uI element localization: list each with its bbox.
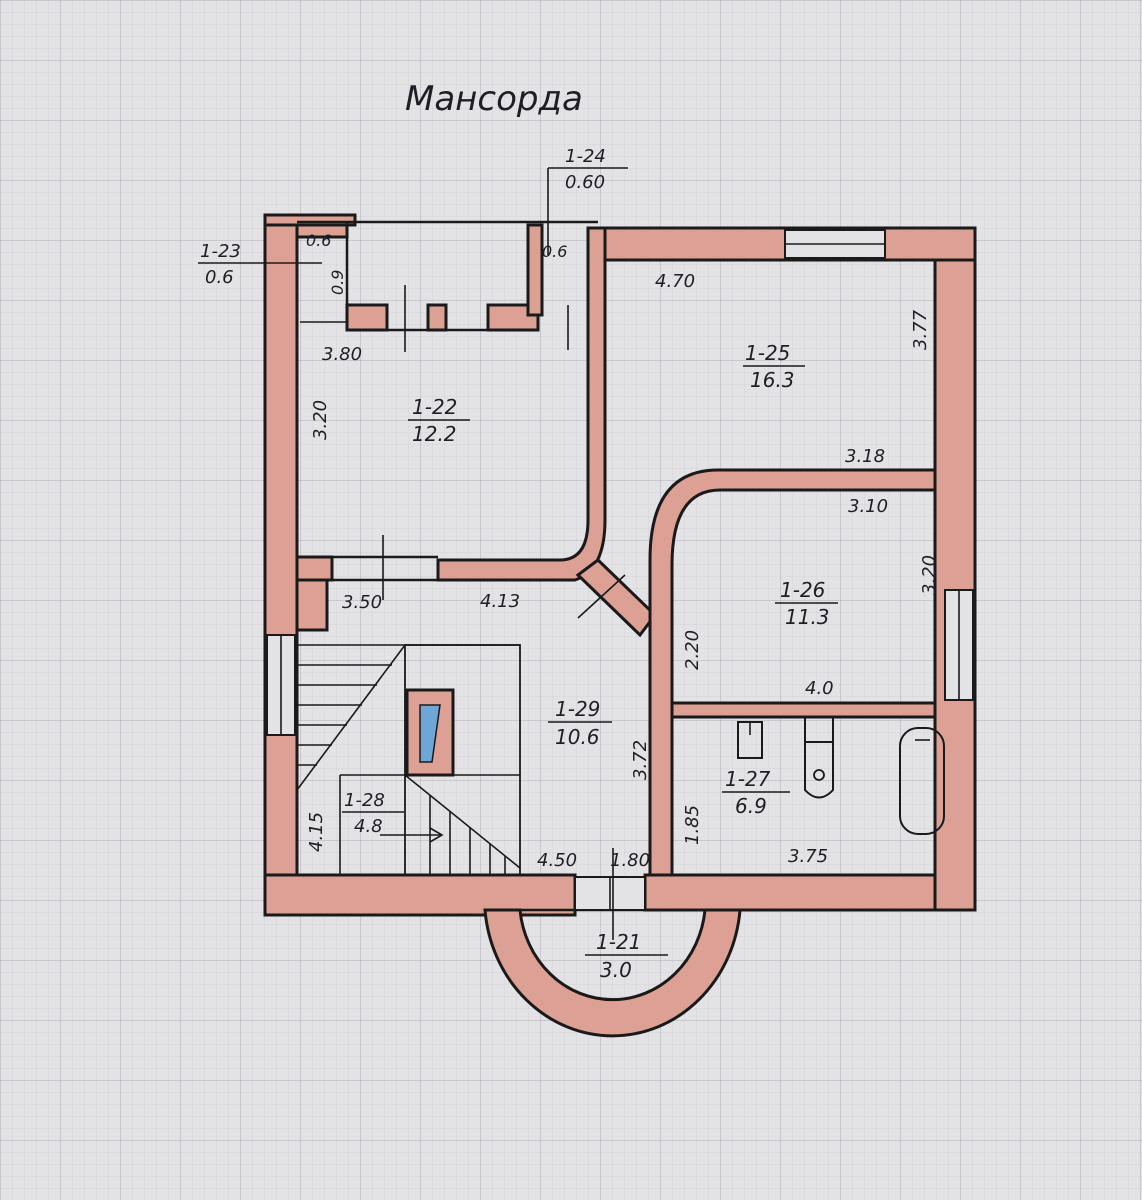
dim-3-77: 3.77 <box>910 309 931 350</box>
dim-1-85: 1.85 <box>682 805 703 845</box>
room-1-23-id: 1-23 <box>200 241 241 262</box>
room-1-29-id: 1-29 <box>555 697 600 721</box>
dim-1-80: 1.80 <box>610 850 650 871</box>
dim-3-75: 3.75 <box>788 846 828 867</box>
dim-3-20-left: 3.20 <box>310 400 331 440</box>
room-1-26-id: 1-26 <box>780 578 825 602</box>
dim-4-50: 4.50 <box>537 850 577 871</box>
stair-diagonal-upper <box>296 644 406 791</box>
dim-2-20: 2.20 <box>682 630 703 670</box>
room-1-25-area: 16.3 <box>750 368 795 392</box>
room-1-25-id: 1-25 <box>745 341 790 365</box>
wall-east <box>933 226 977 912</box>
room-1-22-id: 1-22 <box>412 395 457 419</box>
stair-diagonal-lower <box>404 774 521 869</box>
stair-arrow-icon <box>429 827 444 843</box>
niche-wall-bottom-b <box>426 303 448 332</box>
dim-3-20-right: 3.20 <box>919 555 940 595</box>
wall-26-27 <box>670 701 937 719</box>
room-1-28-id: 1-28 <box>344 790 385 811</box>
toilet-tank-icon <box>804 716 834 743</box>
room-1-27-area: 6.9 <box>735 794 767 818</box>
dim-4-70: 4.70 <box>655 271 695 292</box>
dim-3-80: 3.80 <box>322 344 362 365</box>
wall-curved-26 <box>648 468 937 877</box>
room-1-24-area: 0.60 <box>565 172 605 193</box>
room-1-26-area: 11.3 <box>785 605 830 629</box>
niche-wall-right <box>526 223 544 317</box>
wall-stair-top-left <box>295 578 329 632</box>
dim-0-6-closet: 0.6 <box>542 242 567 261</box>
dim-4-15: 4.15 <box>306 812 327 852</box>
room-1-29-area: 10.6 <box>555 725 600 749</box>
room-1-28-area: 4.8 <box>354 816 383 837</box>
dim-3-50: 3.50 <box>342 592 382 613</box>
room-1-22-area: 12.2 <box>412 422 457 446</box>
wall-south-right <box>643 873 977 912</box>
niche-wall-bottom-a <box>345 303 389 332</box>
wall-west <box>263 213 299 917</box>
plan-title: Мансорда <box>405 79 583 119</box>
dim-3-18: 3.18 <box>845 446 885 467</box>
dim-3-72: 3.72 <box>630 740 651 780</box>
dim-4-13: 4.13 <box>480 591 520 612</box>
dim-0-9: 0.9 <box>328 270 347 295</box>
dim-0-6-niche: 0.6 <box>306 231 331 250</box>
room-1-23-area: 0.6 <box>205 267 234 288</box>
dim-3-10: 3.10 <box>848 496 888 517</box>
wall-partition-22-25 <box>436 226 607 582</box>
roof-window-icon <box>419 704 441 763</box>
wall-diagonal-door <box>575 558 657 638</box>
room-1-24-id: 1-24 <box>565 146 606 167</box>
room-1-21-area: 3.0 <box>600 958 632 982</box>
wall-22-left <box>295 555 334 582</box>
room-1-27-id: 1-27 <box>725 767 771 791</box>
dim-tick-diagonal <box>577 574 626 619</box>
wall-balcony-arc <box>483 908 742 1038</box>
toilet-bowl-icon <box>804 742 834 799</box>
room-1-21-id: 1-21 <box>596 930 641 954</box>
toilet-drain-icon <box>813 769 825 781</box>
bathtub-icon <box>899 727 945 835</box>
dim-4-0: 4.0 <box>805 678 834 699</box>
